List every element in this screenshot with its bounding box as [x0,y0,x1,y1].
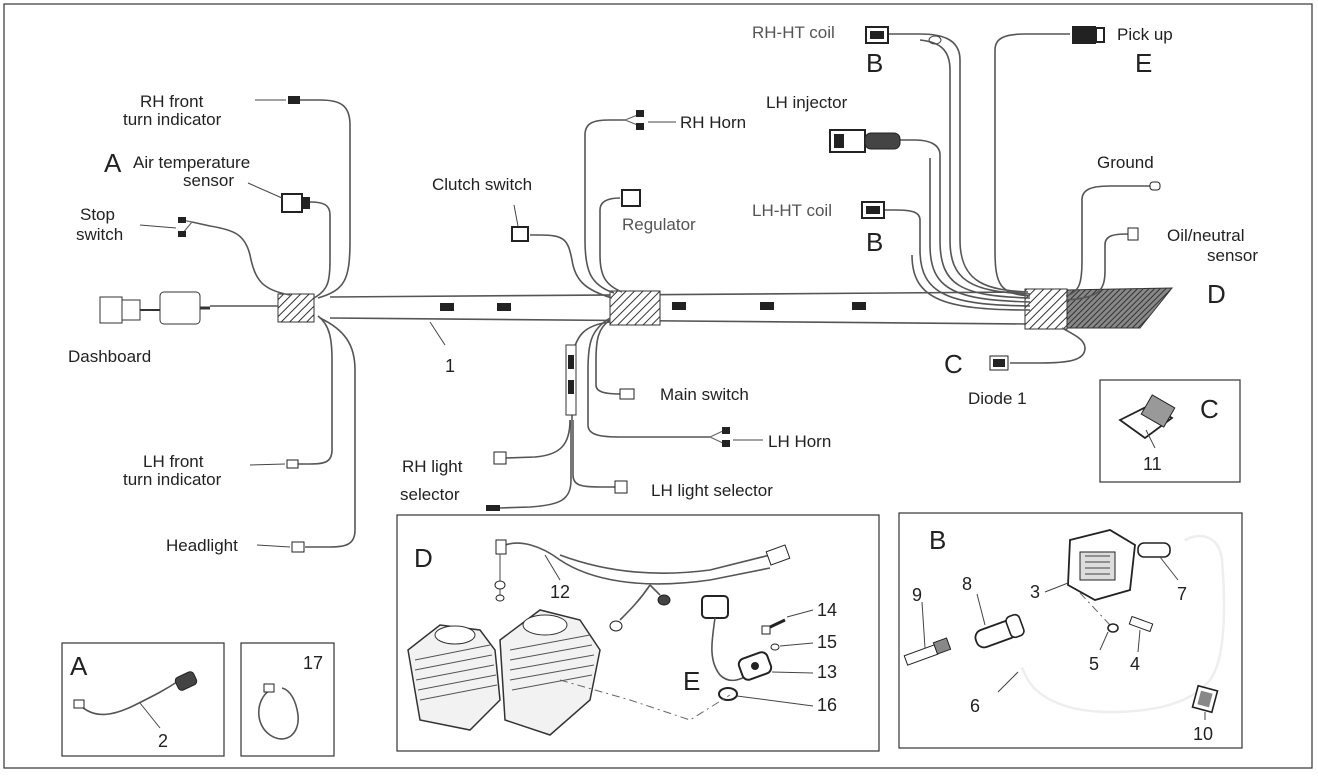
inset-b-num-6: 6 [970,696,980,716]
label-ground: Ground [1097,153,1154,172]
outer-border [3,3,1313,769]
inset-b-num-4: 4 [1130,654,1140,674]
inset-a: A 2 [61,642,225,757]
label-lh-horn: LH Horn [768,432,831,451]
label-air-temp-letter: A [104,148,122,178]
harness-end-hatch [1064,287,1174,329]
inset-d-num-16: 16 [817,695,837,715]
inset-b-num-3: 3 [1030,582,1040,602]
label-rh-ht-letter: B [866,48,883,78]
label-rh-light-selector-2: selector [400,485,460,504]
label-lh-ht-letter: B [866,227,883,257]
label-oil-neutral-1: Oil/neutral [1167,226,1244,245]
label-pick-up: Pick up [1117,25,1173,44]
label-main-switch: Main switch [660,385,749,404]
inset-a-num-2: 2 [158,731,168,751]
junction-left [277,293,315,323]
label-diode-letter: C [944,349,963,379]
inset-clip-num-17: 17 [303,653,323,673]
inset-b-num-8: 8 [962,574,972,594]
inset-c: C 11 [1099,379,1241,483]
label-oil-letter: D [1207,279,1226,309]
inset-d-num-13: 13 [817,662,837,682]
label-oil-neutral-2: sensor [1207,246,1258,265]
label-clutch-switch: Clutch switch [432,175,532,194]
inset-d-num-14: 14 [817,600,837,620]
label-lh-injector: LH injector [766,93,848,112]
label-dashboard: Dashboard [68,347,151,366]
inset-b-num-7: 7 [1177,584,1187,604]
labels: RH front turn indicator A Air temperatur… [68,23,1258,555]
label-rh-front-turn-2: turn indicator [123,110,222,129]
inset-clip: 17 [240,642,335,757]
junction-middle [609,290,661,326]
inset-d-letter-e: E [683,666,700,696]
label-lh-light-selector: LH light selector [651,481,773,500]
dashboard-connector [99,291,210,325]
inset-c-num-11: 11 [1143,454,1162,474]
engine-sketch [407,609,601,736]
label-harness-number: 1 [445,356,455,376]
inset-c-letter: C [1200,394,1219,424]
label-rh-horn: RH Horn [680,113,746,132]
label-rh-front-turn-1: RH front [140,92,204,111]
label-rh-ht-coil: RH-HT coil [752,23,835,42]
label-stop-switch-1: Stop [80,205,115,224]
inset-a-letter: A [70,651,88,681]
label-rh-light-selector-1: RH light [402,457,463,476]
label-lh-front-turn-2: turn indicator [123,470,222,489]
inset-b-num-5: 5 [1089,654,1099,674]
label-headlight: Headlight [166,536,238,555]
inset-b-num-10: 10 [1193,724,1213,744]
label-lh-ht-coil: LH-HT coil [752,201,832,220]
label-diode: Diode 1 [968,389,1027,408]
inset-b-letter: B [929,525,946,555]
inset-d: D E [396,514,880,752]
label-regulator: Regulator [622,215,696,234]
label-lh-front-turn-1: LH front [143,452,204,471]
label-air-temp-1: Air temperature [133,153,250,172]
label-pick-up-letter: E [1135,48,1152,78]
label-stop-switch-2: switch [76,225,123,244]
inset-d-num-15: 15 [817,632,837,652]
inset-b: B 3 7 6 8 9 5 4 [898,512,1243,749]
label-air-temp-2: sensor [183,171,234,190]
inset-b-num-9: 9 [912,585,922,605]
junction-right [1024,288,1068,330]
main-harness [99,26,1174,553]
inset-d-letter-d: D [414,543,433,573]
inset-d-num-12: 12 [550,582,570,602]
